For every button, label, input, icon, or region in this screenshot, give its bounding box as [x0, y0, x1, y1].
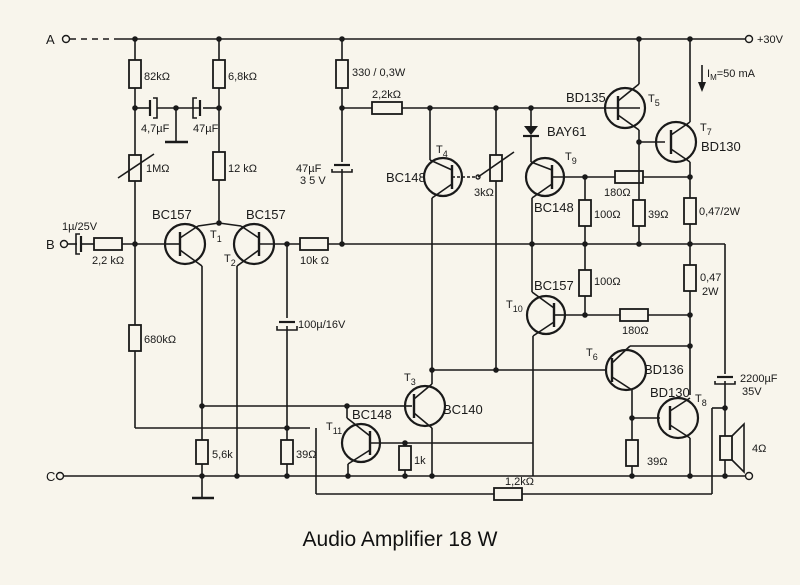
transistor-t6 [429, 345, 690, 479]
terminal-c-label: C [46, 469, 55, 484]
t1-label: T1 [210, 229, 222, 244]
t2-label: T2 [224, 253, 236, 268]
label-10k: 10k Ω [300, 255, 329, 267]
t9-label: T9 [565, 151, 577, 166]
label-047-b-2: 2W [702, 286, 719, 298]
quiescent-current-label: IM=50 mA [707, 68, 756, 82]
label-3k: 3kΩ [474, 187, 494, 199]
label-680k: 680kΩ [144, 334, 176, 346]
label-39-c: 39Ω [647, 456, 667, 468]
resistor-12k [212, 151, 226, 181]
transistor-t11 [340, 406, 533, 479]
supply-rail [61, 34, 754, 44]
t4-label: T4 [436, 144, 448, 159]
resistor-39-feedback [280, 439, 294, 465]
terminal-a-label: A [46, 32, 55, 47]
resistor-6k8 [212, 59, 226, 89]
label-cap-input: 1µ/25V [62, 221, 98, 233]
resistor-100-b [578, 269, 592, 297]
transistor-t10 [525, 291, 567, 476]
label-2k2-top: 2,2kΩ [372, 89, 401, 101]
t3-type: BC140 [443, 402, 483, 417]
t1-type: BC157 [152, 207, 192, 222]
label-1k2: 1,2kΩ [505, 476, 534, 488]
transistor-t8 [656, 396, 700, 479]
label-047-a: 0,47/2W [699, 206, 741, 218]
transistor-t1 [163, 222, 220, 476]
label-cap-4u7: 4,7µF [141, 123, 170, 135]
resistor-047-b [683, 264, 697, 292]
label-1M: 1MΩ [146, 163, 170, 175]
label-5k6: 5,6k [212, 449, 233, 461]
label-cap-47u-35v-1: 47µF [296, 163, 322, 175]
terminal-b-label: B [46, 237, 55, 252]
label-82k: 82kΩ [144, 71, 170, 83]
speaker [719, 435, 733, 461]
label-180-b: 180Ω [622, 325, 649, 337]
speaker-label: 4Ω [752, 443, 766, 455]
resistor-100-a [578, 199, 592, 227]
label-cap-47u-35v-2: 3 5 V [300, 175, 326, 187]
current-arrow [698, 65, 706, 92]
label-047-b-1: 0,47 [700, 272, 721, 284]
resistor-39-a [632, 199, 646, 227]
label-100-a: 100Ω [594, 209, 621, 221]
t8-type: BD130 [650, 385, 690, 400]
label-100-b: 100Ω [594, 276, 621, 288]
transistor-t7 [654, 36, 698, 395]
t11-label: T11 [326, 421, 342, 436]
resistor-10k [299, 237, 329, 251]
label-330: 330 / 0,3W [352, 67, 406, 79]
label-cap-100u: 100µ/16V [298, 319, 346, 331]
t8-label: T8 [695, 393, 707, 408]
transistor-t4 [422, 105, 481, 370]
amplifier-schematic: A +30V C 82kΩ 1MΩ 680kΩ [46, 32, 784, 501]
t6-type: BD136 [644, 362, 684, 377]
figure-caption: Audio Amplifier 18 W [302, 528, 498, 551]
supply-voltage-label: +30V [757, 34, 784, 46]
label-39-feedback: 39Ω [296, 449, 316, 461]
t5-label: T5 [648, 93, 660, 108]
resistor-180-b [619, 308, 649, 322]
diode-label: BAY61 [547, 124, 587, 139]
resistor-047-a [683, 197, 697, 225]
t4-type: BC148 [386, 170, 426, 185]
label-cap-47u: 47µF [193, 123, 219, 135]
resistor-330 [335, 59, 349, 89]
transistor-t9 [524, 156, 615, 292]
t10-type: BC157 [534, 278, 574, 293]
diode-bay61 [523, 105, 539, 162]
resistor-2k2-top [371, 101, 403, 115]
label-cap-2200-1: 2200µF [740, 373, 778, 385]
resistor-5k6 [195, 439, 209, 465]
resistor-39-c [625, 439, 639, 467]
t9-type: BC148 [534, 200, 574, 215]
label-cap-2200-2: 35V [742, 386, 762, 398]
output-stage [315, 243, 745, 501]
resistor-82k [128, 59, 142, 89]
transistor-t5 [603, 36, 665, 247]
label-2k2-input: 2,2 kΩ [92, 255, 124, 267]
t7-type: BD130 [701, 139, 741, 154]
transistor-t3 [400, 370, 447, 479]
transistor-t2 [218, 222, 300, 476]
label-180-a: 180Ω [604, 187, 631, 199]
t10-label: T10 [506, 299, 523, 314]
resistor-2k2-input [93, 237, 123, 251]
t6-label: T6 [586, 347, 598, 362]
resistor-1k [398, 445, 412, 471]
label-1k: 1k [414, 455, 426, 467]
t7-label: T7 [700, 122, 712, 137]
t11-type: BC148 [352, 407, 392, 422]
resistor-680k [128, 324, 142, 352]
t3-label: T3 [404, 372, 416, 387]
resistor-1k2 [493, 487, 523, 501]
label-6k8: 6,8kΩ [228, 71, 257, 83]
t5-type: BD135 [566, 90, 606, 105]
label-39-a: 39Ω [648, 209, 668, 221]
label-12k: 12 kΩ [228, 163, 257, 175]
resistor-1M-trimmer [128, 154, 142, 182]
t2-type: BC157 [246, 207, 286, 222]
